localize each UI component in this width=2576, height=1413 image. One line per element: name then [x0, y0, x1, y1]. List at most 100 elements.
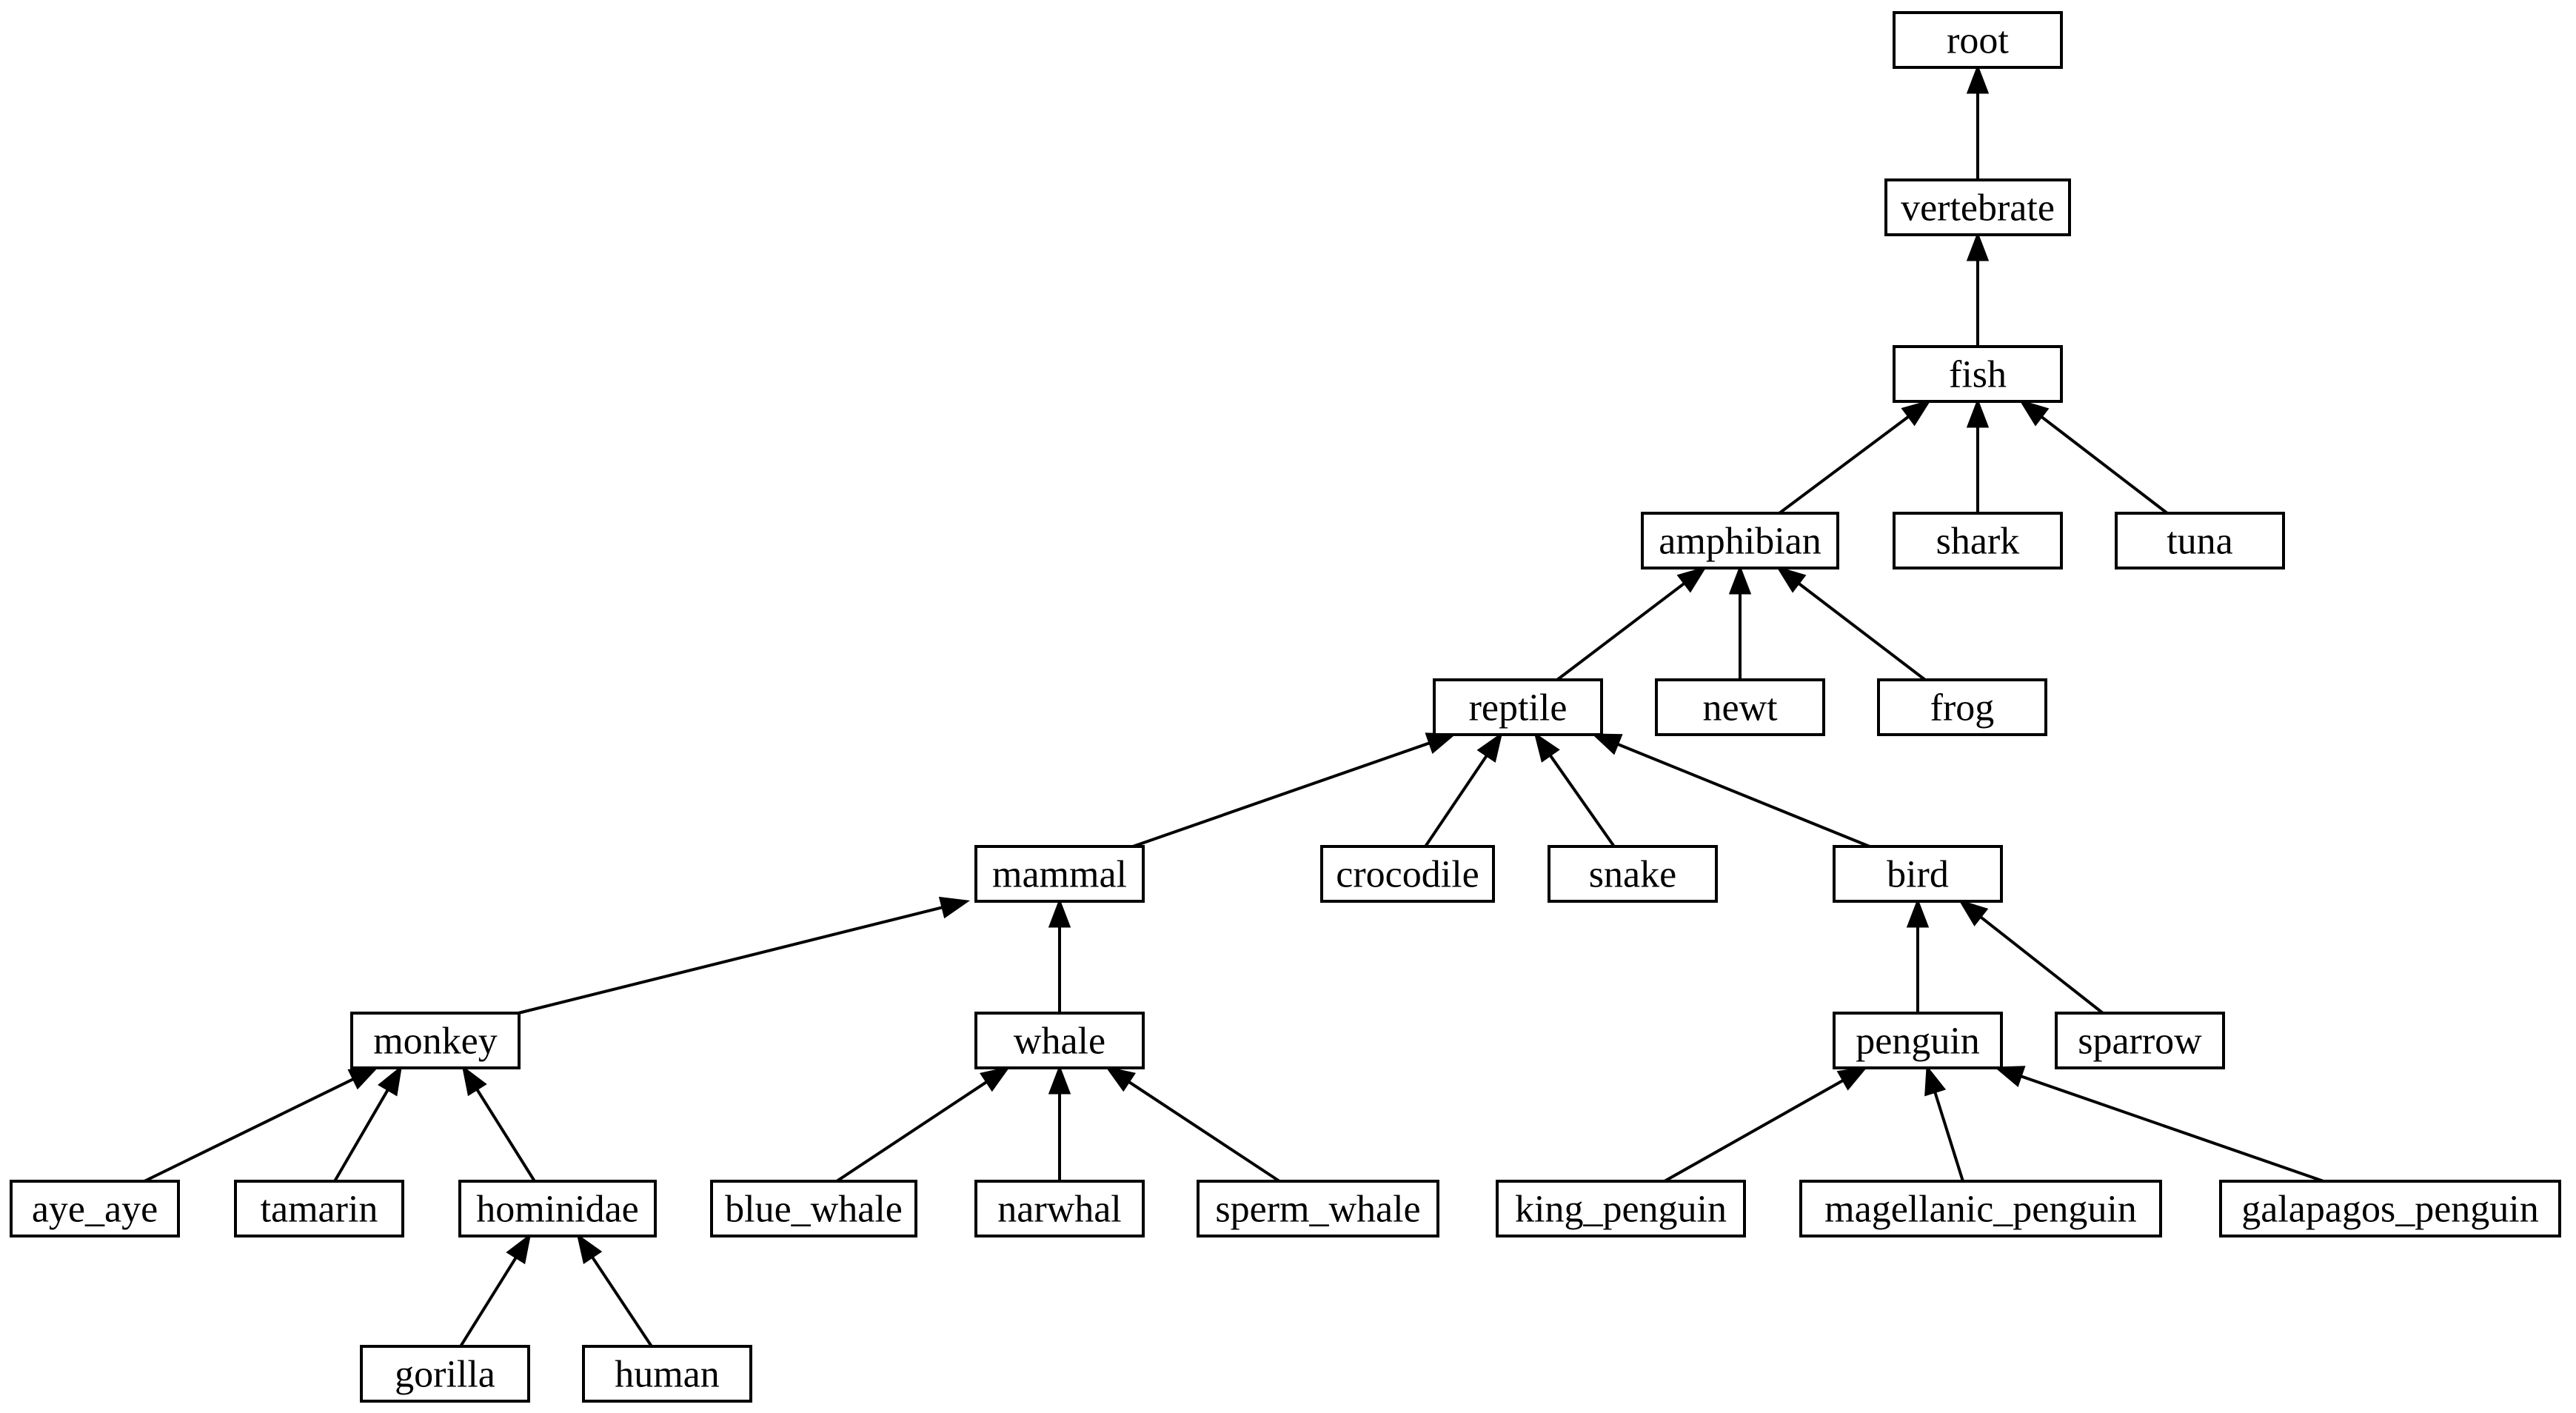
node-label: crocodile	[1336, 854, 1479, 896]
node-box	[582, 1345, 752, 1403]
node-bird: bird	[1833, 845, 2003, 903]
node-box	[458, 1180, 657, 1237]
node-label: hominidae	[476, 1189, 639, 1231]
node-human: human	[582, 1345, 752, 1403]
edge-newt-to-amphibian	[1728, 564, 1752, 680]
node-label: newt	[1702, 687, 1778, 729]
node-label: snake	[1589, 854, 1676, 896]
arrowhead-icon	[461, 1065, 487, 1097]
node-box	[974, 1180, 1145, 1237]
node-box	[1833, 845, 2003, 903]
arrowhead-icon	[1966, 231, 1990, 261]
arrowhead-icon	[1966, 398, 1990, 428]
node-box	[10, 1180, 180, 1237]
node-label: penguin	[1856, 1020, 1980, 1063]
node-fish: fish	[1893, 345, 2063, 403]
node-label: amphibian	[1659, 521, 1821, 563]
arrowhead-icon	[2018, 399, 2050, 427]
edge-mammal-to-reptile	[1132, 732, 1456, 848]
node-label: king_penguin	[1515, 1189, 1727, 1231]
node-box	[974, 1012, 1145, 1069]
node-box	[1548, 845, 1718, 903]
node-label: tamarin	[261, 1189, 378, 1231]
arrowhead-icon	[1676, 566, 1707, 593]
node-vertebrate: vertebrate	[1884, 178, 2071, 236]
node-box	[1433, 678, 1603, 736]
edge-hominidae-to-monkey	[461, 1065, 536, 1183]
edge-reptile-to-amphibian	[1556, 566, 1707, 681]
node-amphibian: amphibian	[1641, 512, 1839, 569]
arrowhead-icon	[1728, 564, 1752, 595]
node-box	[1197, 1180, 1439, 1237]
node-label: gorilla	[395, 1354, 495, 1396]
edge-line	[333, 1089, 389, 1183]
edge-whale-to-mammal	[1048, 898, 1071, 1013]
node-box	[2115, 512, 2285, 569]
edge-monkey-to-mammal	[518, 896, 971, 1015]
edges-layer	[144, 64, 2324, 1348]
node-sperm_whale: sperm_whale	[1197, 1180, 1439, 1237]
node-label: monkey	[373, 1020, 498, 1063]
node-box	[1877, 678, 2047, 736]
node-reptile: reptile	[1433, 678, 1603, 736]
arrowhead-icon	[1836, 1066, 1868, 1091]
edge-line	[1132, 741, 1431, 848]
edge-line	[2020, 1075, 2324, 1183]
edge-line	[2040, 415, 2169, 515]
node-label: mammal	[992, 854, 1127, 896]
edge-line	[475, 1088, 536, 1183]
node-frog: frog	[1877, 678, 2047, 736]
edge-magellanic_penguin-to-penguin	[1924, 1064, 1964, 1182]
edge-human-to-hominidae	[576, 1233, 653, 1348]
node-label: magellanic_penguin	[1824, 1189, 2137, 1231]
node-label: galapagos_penguin	[2241, 1189, 2538, 1231]
edge-line	[1548, 754, 1616, 848]
edge-crocodile-to-reptile	[1424, 732, 1503, 848]
arrowhead-icon	[1906, 898, 1930, 928]
node-galapagos_penguin: galapagos_penguin	[2219, 1180, 2561, 1237]
edge-fish-to-vertebrate	[1966, 231, 1990, 347]
arrowhead-icon	[980, 1066, 1011, 1092]
arrowhead-icon	[1901, 399, 1932, 427]
edge-line	[1424, 755, 1488, 848]
arrowhead-icon	[1425, 732, 1456, 755]
arrowhead-icon	[1958, 899, 1989, 926]
node-box	[1884, 178, 2071, 236]
edge-frog-to-amphibian	[1776, 566, 1927, 681]
edge-line	[1933, 1091, 1964, 1182]
node-box	[2219, 1180, 2561, 1237]
node-mammal: mammal	[974, 845, 1145, 903]
node-box	[1655, 678, 1825, 736]
node-label: frog	[1930, 687, 1995, 729]
node-magellanic_penguin: magellanic_penguin	[1799, 1180, 2162, 1237]
arrowhead-icon	[1591, 733, 1623, 755]
arrowhead-icon	[1048, 1064, 1071, 1095]
node-penguin: penguin	[1833, 1012, 2003, 1069]
edge-line	[1778, 415, 1910, 515]
arrowhead-icon	[1966, 64, 1990, 94]
node-box	[1496, 1180, 1746, 1237]
edge-shark-to-fish	[1966, 398, 1990, 513]
node-shark: shark	[1893, 512, 2063, 569]
edge-penguin-to-bird	[1906, 898, 1930, 1013]
arrowhead-icon	[378, 1065, 403, 1097]
node-label: narwhal	[997, 1189, 1121, 1231]
arrowhead-icon	[347, 1066, 379, 1090]
edge-king_penguin-to-penguin	[1664, 1066, 1868, 1183]
edge-gorilla-to-hominidae	[459, 1233, 532, 1348]
edge-narwhal-to-whale	[1048, 1064, 1071, 1181]
node-snake: snake	[1548, 845, 1718, 903]
node-label: bird	[1887, 854, 1949, 896]
node-box	[234, 1180, 404, 1237]
node-box	[1893, 512, 2063, 569]
arrowhead-icon	[1476, 732, 1503, 763]
node-monkey: monkey	[350, 1012, 521, 1069]
node-crocodile: crocodile	[1320, 845, 1495, 903]
node-label: reptile	[1469, 687, 1568, 729]
node-box	[1641, 512, 1839, 569]
node-label: human	[615, 1354, 720, 1396]
arrowhead-icon	[576, 1233, 603, 1264]
edge-sperm_whale-to-whale	[1105, 1066, 1281, 1183]
node-tamarin: tamarin	[234, 1180, 404, 1237]
